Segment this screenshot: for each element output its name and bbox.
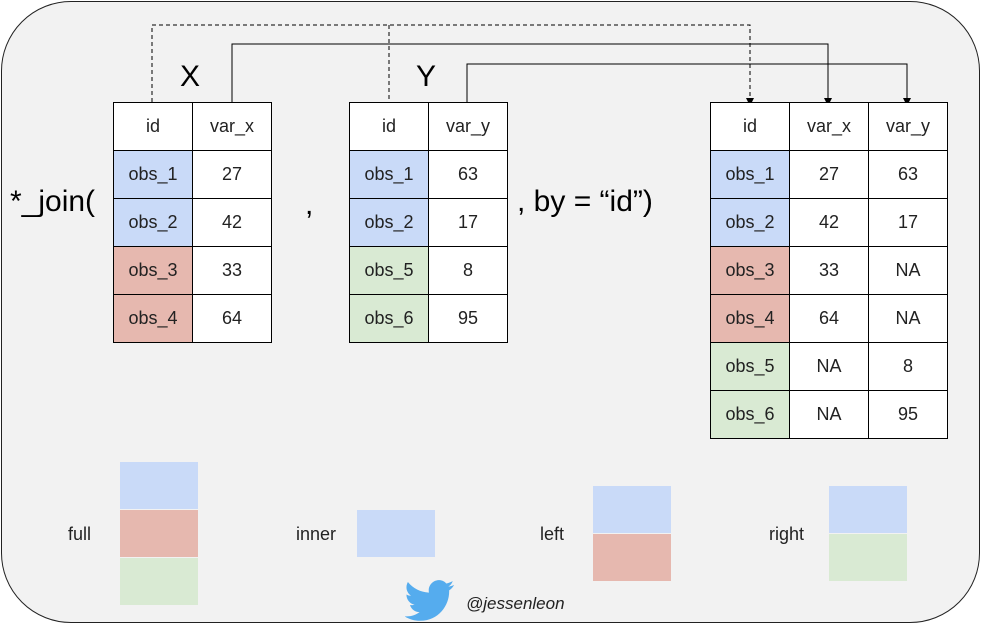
var-y-cell: 17 xyxy=(868,198,948,247)
legend-label-inner: inner xyxy=(296,524,337,544)
legend-label-right: right xyxy=(769,524,805,544)
join-by-clause: , by = “id”) xyxy=(517,185,653,218)
var-x-cell: 64 xyxy=(192,294,272,343)
var-y-cell: 95 xyxy=(428,294,508,343)
header-var-y-cell: var_y xyxy=(868,102,948,151)
id-cell: obs_2 xyxy=(710,198,790,247)
legend-full-y-only-swatch xyxy=(120,558,198,605)
table-x-title: X xyxy=(180,60,201,93)
id-cell: obs_4 xyxy=(710,294,790,343)
id-cell: obs_3 xyxy=(710,246,790,295)
id-cell: obs_3 xyxy=(113,246,193,295)
legend-label-left: left xyxy=(540,524,565,544)
legend-left-matched-swatch xyxy=(593,486,671,533)
var-x-cell: 27 xyxy=(192,150,272,199)
var-x-cell: 27 xyxy=(789,150,869,199)
var-y-cell: 63 xyxy=(868,150,948,199)
var-x-cell: NA xyxy=(789,342,869,391)
legend-full-x-only-swatch xyxy=(120,510,198,557)
var-y-cell: 95 xyxy=(868,390,948,439)
id-cell: obs_2 xyxy=(113,198,193,247)
legend-full-matched-swatch xyxy=(120,462,198,509)
var-x-cell: NA xyxy=(789,390,869,439)
id-cell: obs_2 xyxy=(349,198,429,247)
var-x-cell: 42 xyxy=(789,198,869,247)
legend-label-full: full xyxy=(68,524,92,544)
header-id-cell: id xyxy=(113,102,193,151)
header-var-y-cell: var_y xyxy=(428,102,508,151)
id-cell: obs_1 xyxy=(349,150,429,199)
id-cell: obs_5 xyxy=(710,342,790,391)
twitter-bird-icon xyxy=(405,580,455,621)
join-function-prefix: *_join( xyxy=(10,185,96,218)
var-y-cell: 8 xyxy=(868,342,948,391)
var-x-cell: 33 xyxy=(789,246,869,295)
var-x-cell: 64 xyxy=(789,294,869,343)
id-cell: obs_6 xyxy=(710,390,790,439)
join-comma: , xyxy=(305,188,314,221)
var-x-cell: 33 xyxy=(192,246,272,295)
legend-right-y-only-swatch xyxy=(829,534,907,581)
table-y-title: Y xyxy=(416,60,437,93)
id-cell: obs_4 xyxy=(113,294,193,343)
id-cell: obs_1 xyxy=(710,150,790,199)
var-y-cell: 17 xyxy=(428,198,508,247)
header-id-cell: id xyxy=(710,102,790,151)
legend-right-matched-swatch xyxy=(829,486,907,533)
header-var-x-cell: var_x xyxy=(192,102,272,151)
id-cell: obs_6 xyxy=(349,294,429,343)
legend-inner-matched-swatch xyxy=(357,510,435,557)
legend-left-x-only-swatch xyxy=(593,534,671,581)
id-cell: obs_1 xyxy=(113,150,193,199)
var-x-cell: 42 xyxy=(192,198,272,247)
var-y-cell: 63 xyxy=(428,150,508,199)
author-handle: @jessenleon xyxy=(466,594,565,613)
header-var-x-cell: var_x xyxy=(789,102,869,151)
var-y-cell: NA xyxy=(868,246,948,295)
var-y-cell: NA xyxy=(868,294,948,343)
var-y-cell: 8 xyxy=(428,246,508,295)
id-cell: obs_5 xyxy=(349,246,429,295)
header-id-cell: id xyxy=(349,102,429,151)
